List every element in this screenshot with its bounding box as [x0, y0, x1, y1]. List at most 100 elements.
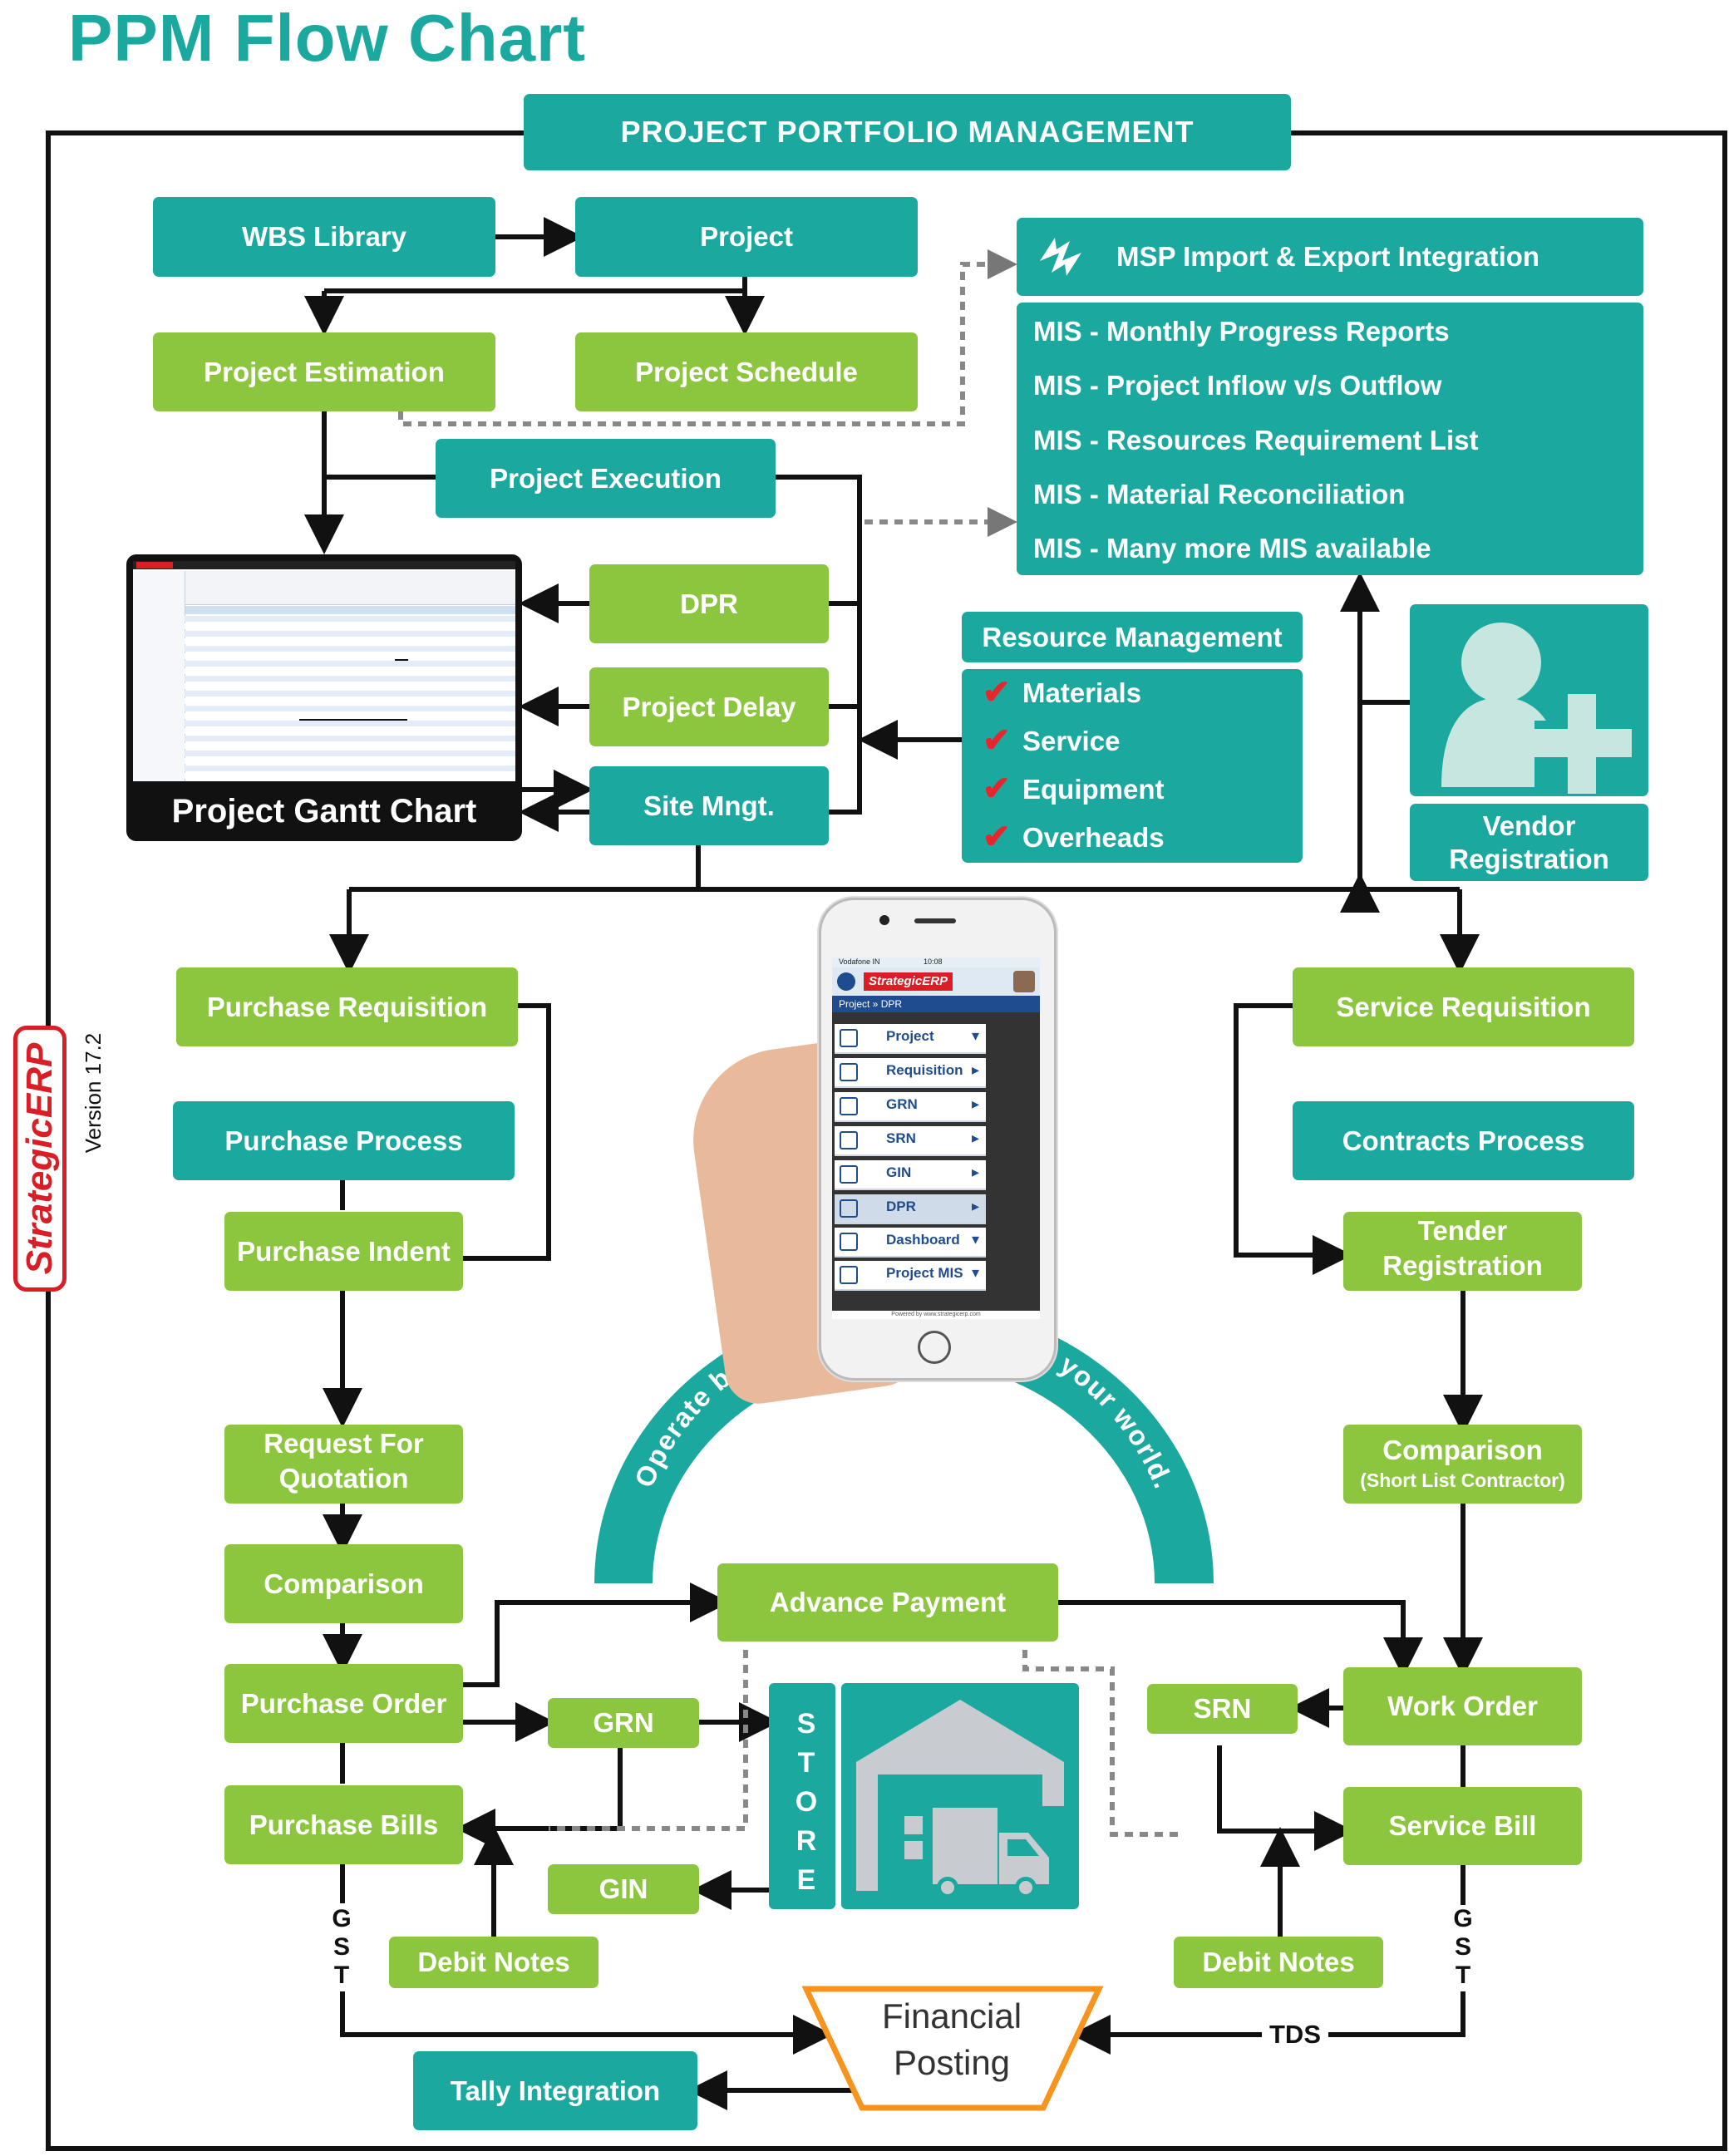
srn-node: SRN — [1147, 1684, 1298, 1734]
purchase-process-node: Purchase Process — [173, 1101, 515, 1180]
store-letter: E — [796, 1864, 816, 1896]
rfq-line2: Quotation — [278, 1463, 409, 1494]
financial-line2: Posting — [893, 2043, 1011, 2082]
wbs-library-node: WBS Library — [153, 197, 495, 277]
rfq-line1: Request For — [264, 1428, 424, 1459]
project-schedule-node: Project Schedule — [575, 332, 918, 411]
store-letter: S — [796, 1708, 816, 1740]
gantt-screenshot — [133, 561, 515, 781]
phone-menu-grn[interactable]: GRN▸ — [835, 1092, 986, 1122]
phone-menu-dashboard[interactable]: Dashboard▾ — [835, 1228, 986, 1258]
mis-item: MIS - Material Reconciliation — [1033, 479, 1406, 509]
gantt-row — [185, 668, 515, 674]
purchase-requisition-node: Purchase Requisition — [176, 967, 518, 1046]
brand-logo: StrategicERP — [12, 992, 68, 1325]
mis-item: MIS - Resources Requirement List — [1033, 425, 1479, 455]
tender-line1: Tender — [1417, 1215, 1508, 1246]
resource-list-panel — [962, 669, 1303, 863]
store-letter: O — [795, 1786, 818, 1818]
service-bill-node: Service Bill — [1343, 1787, 1582, 1865]
site-mngt-node: Site Mngt. — [589, 766, 829, 845]
gantt-row — [185, 683, 515, 689]
gantt-row — [185, 706, 515, 711]
gantt-row — [185, 743, 515, 749]
phone-menu-project[interactable]: Project▾ — [835, 1024, 986, 1054]
gantt-row — [185, 638, 515, 644]
warehouse-truck-icon — [856, 1700, 1064, 1898]
phone-menu-requisition[interactable]: Requisition▸ — [835, 1058, 986, 1088]
service-comparison-title: Comparison — [1382, 1435, 1543, 1465]
store-label-panel — [769, 1683, 835, 1909]
phone-menu-gin[interactable]: GIN▸ — [835, 1160, 986, 1190]
portfolio-header: PROJECT PORTFOLIO MANAGEMENT — [524, 94, 1291, 170]
mis-panel — [1017, 303, 1643, 575]
vendor-label-line2: Registration — [1449, 844, 1609, 874]
avatar[interactable] — [1013, 971, 1035, 992]
add-user-icon — [1441, 623, 1632, 794]
store-letter: R — [796, 1825, 817, 1857]
vendor-label-box: Vendor Registration — [1410, 804, 1648, 881]
tally-integration-node: Tally Integration — [413, 2051, 697, 2130]
gantt-row — [185, 758, 515, 764]
resource-item: Overheads — [1022, 822, 1165, 853]
service-debit-notes-node: Debit Notes — [1174, 1937, 1383, 1988]
gantt-label: Project Gantt Chart — [171, 792, 477, 829]
page-title: PPM Flow Chart — [68, 1, 586, 75]
gantt-row — [185, 623, 515, 629]
financial-line1: Financial — [881, 1996, 1022, 2035]
grn-node: GRN — [548, 1698, 699, 1748]
gantt-row — [185, 691, 515, 697]
gantt-row — [185, 653, 515, 659]
check-icon: ✔ — [983, 674, 1011, 711]
project-execution-node: Project Execution — [436, 439, 776, 518]
gantt-row — [185, 616, 515, 622]
advance-payment-node: Advance Payment — [717, 1563, 1058, 1642]
gantt-row — [185, 765, 515, 771]
service-requisition-node: Service Requisition — [1293, 967, 1634, 1046]
phone-status-bar: Vodafone IN 10:08 — [832, 957, 1040, 967]
gantt-chart-panel: Project Gantt Chart — [126, 554, 522, 841]
purchase-comparison-node: Comparison — [224, 1544, 463, 1623]
dpr-node: DPR — [589, 564, 829, 643]
msp-node: MSP Import & Export Integration — [1017, 218, 1643, 296]
gantt-row — [185, 698, 515, 704]
project-node: Project — [575, 197, 918, 277]
gantt-row — [185, 773, 515, 779]
gantt-row — [185, 713, 515, 719]
gantt-row — [185, 676, 515, 682]
mis-item: MIS - Monthly Progress Reports — [1033, 316, 1450, 347]
vendor-label-line1: Vendor — [1482, 810, 1576, 841]
check-icon: ✔ — [983, 770, 1011, 807]
gin-node: GIN — [548, 1864, 699, 1914]
phone-menu-dpr[interactable]: DPR▸ — [835, 1194, 986, 1224]
phone-menu-srn[interactable]: SRN▸ — [835, 1126, 986, 1156]
check-icon: ✔ — [983, 722, 1011, 759]
warehouse-panel — [841, 1683, 1079, 1909]
phone-app-header: StrategicERP — [832, 967, 1040, 996]
home-button[interactable] — [918, 1331, 951, 1364]
financial-posting-shape — [802, 1986, 1103, 2111]
menu-icon[interactable] — [837, 972, 855, 991]
phone-menu-project-mis[interactable]: Project MIS▾ — [835, 1261, 986, 1291]
tds-label: TDS — [1262, 2020, 1328, 2050]
resource-management-title: Resource Management — [962, 612, 1303, 662]
mis-item: MIS - Many more MIS available — [1033, 533, 1431, 564]
gantt-row — [185, 661, 515, 667]
purchase-debit-notes-node: Debit Notes — [389, 1937, 598, 1988]
mis-item: MIS - Project Inflow v/s Outflow — [1033, 370, 1442, 401]
gantt-row — [185, 646, 515, 652]
gantt-row — [185, 721, 515, 726]
version-label: Version 17.2 — [81, 1032, 106, 1154]
resource-item: Equipment — [1022, 774, 1165, 805]
purchase-order-node: Purchase Order — [224, 1664, 463, 1743]
vendor-panel — [1410, 604, 1648, 796]
msp-label: MSP Import & Export Integration — [1116, 241, 1540, 272]
work-order-node: Work Order — [1343, 1667, 1582, 1745]
resource-item: Service — [1022, 726, 1121, 756]
tender-registration-node: Tender Registration — [1343, 1212, 1582, 1291]
gantt-row — [185, 736, 515, 741]
contracts-process-node: Contracts Process — [1293, 1101, 1634, 1180]
service-comparison-sub: (Short List Contractor) — [1360, 1469, 1565, 1491]
